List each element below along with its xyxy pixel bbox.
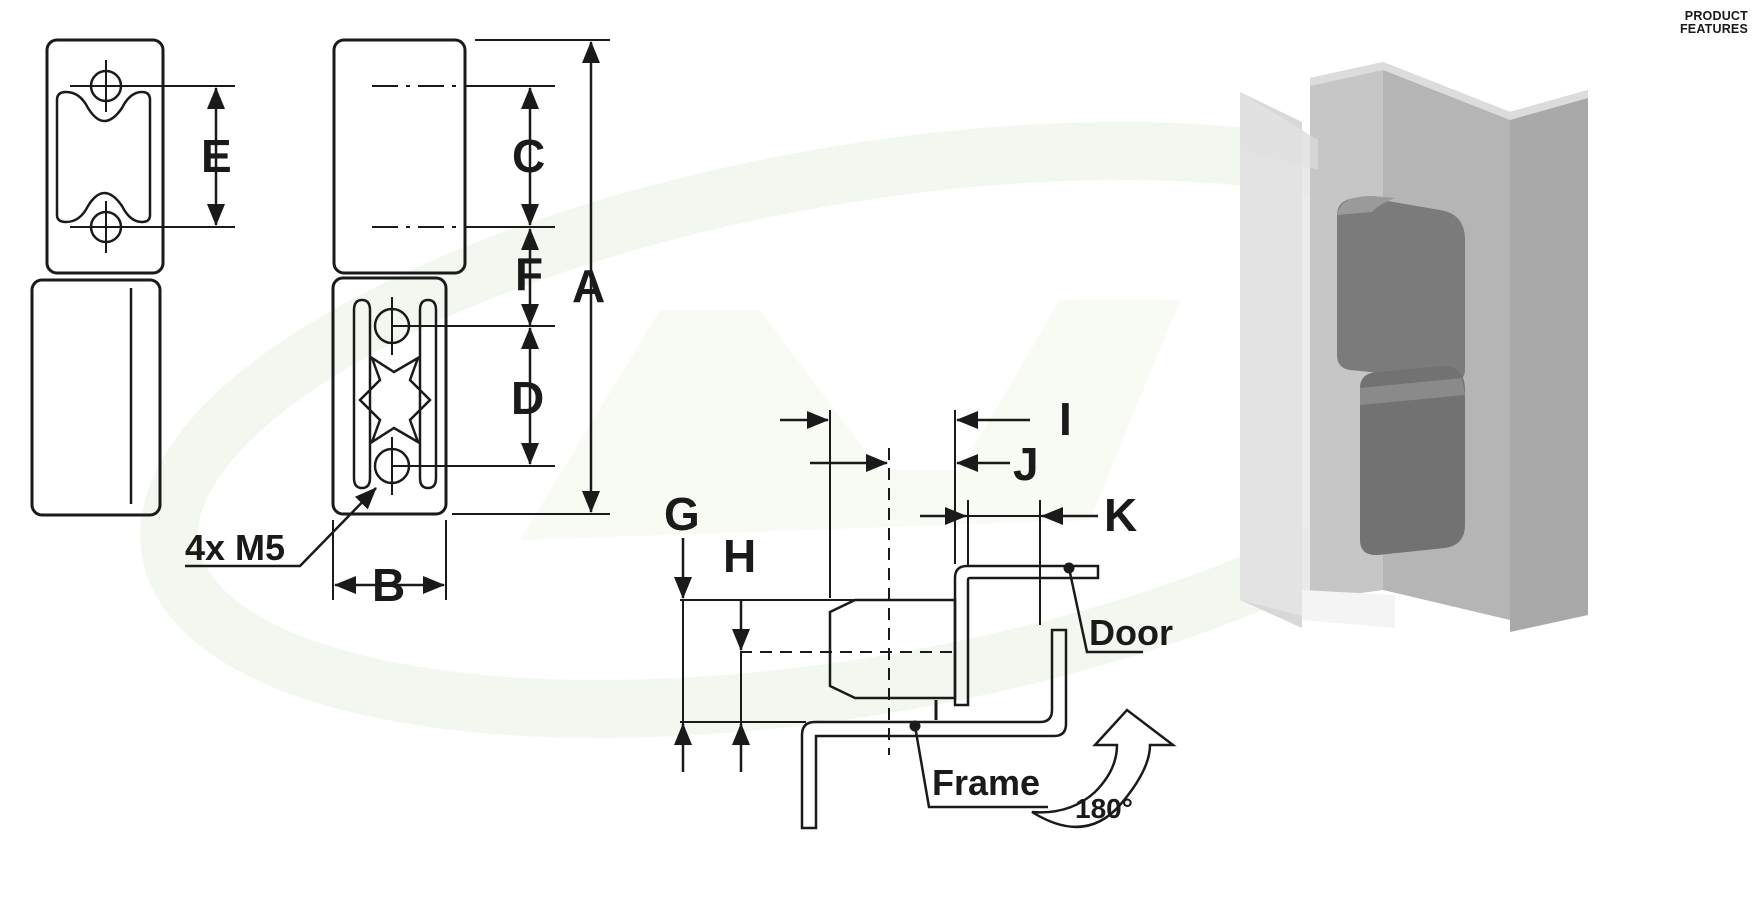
center-top-knuckle [332, 38, 467, 275]
center-plate-slot-left [352, 298, 372, 490]
lower-knuckle [1360, 365, 1465, 556]
label-G: G [664, 488, 700, 540]
left-bottom-knuckle [30, 278, 162, 517]
label-B: B [372, 559, 405, 611]
label-F: F [515, 248, 543, 300]
left-plate-slot [55, 90, 152, 224]
label-J: J [1013, 438, 1039, 490]
frame-leader-line [913, 725, 1048, 809]
product-features-label: PRODUCT FEATURES [1680, 10, 1748, 36]
label-frame: Frame [932, 762, 1040, 803]
door-leader-line [1067, 567, 1143, 654]
label-rotation: 180° [1075, 793, 1133, 824]
frame-panel-right [1510, 90, 1588, 632]
drawing-lines [30, 38, 1177, 830]
label-E: E [201, 130, 232, 182]
label-screws: 4x M5 [185, 527, 285, 568]
frame-bottom-edge [1302, 590, 1395, 628]
label-A: A [572, 260, 605, 312]
label-H: H [723, 530, 756, 582]
upper-knuckle [1337, 197, 1465, 381]
product-features-line1: PRODUCT [1684, 9, 1748, 23]
frame-profile [800, 628, 1068, 830]
center-bottom-plate [331, 276, 448, 516]
rotation-arrow [1031, 708, 1177, 829]
center-plate-rib [358, 354, 432, 446]
screw-leader-line [185, 487, 377, 568]
label-D: D [511, 372, 544, 424]
center-plate-slot-right [418, 298, 438, 490]
left-top-plate [45, 38, 165, 275]
product-features-line2: FEATURES [1679, 22, 1748, 36]
label-C: C [512, 130, 545, 182]
hinge-3d-render [1240, 62, 1588, 632]
label-I: I [1059, 393, 1072, 445]
label-K: K [1104, 489, 1137, 541]
label-door: Door [1089, 612, 1173, 653]
door-profile [953, 564, 1100, 707]
